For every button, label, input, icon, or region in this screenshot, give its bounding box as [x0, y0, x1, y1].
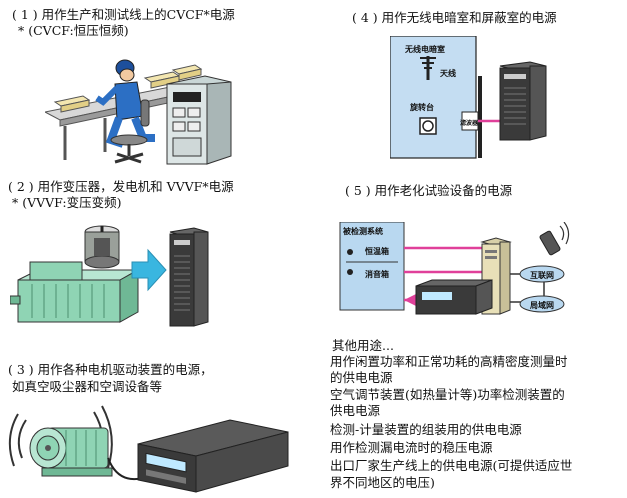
generator-icon	[10, 261, 140, 323]
anechoic-chamber-illustration	[390, 36, 547, 159]
other-uses-line: 供电电源	[330, 403, 381, 418]
muffler-box-label: 消音箱	[365, 270, 389, 279]
section-2-title: ( 2 ) 用作变压器，发电机和 VVVF*电源	[8, 179, 234, 194]
other-uses-line: 用作闲置功率和正常功耗的高精密度测量时	[330, 354, 568, 369]
other-uses-line: 检测-计量装置的组装用的供电电源	[330, 422, 522, 437]
antenna-label: 天线	[440, 69, 456, 78]
other-uses-line: 用作检测漏电流时的稳压电源	[330, 440, 493, 455]
aging-test-illustration	[339, 222, 570, 315]
product-box-icon	[171, 64, 203, 81]
other-uses-line: 的供电电源	[330, 370, 393, 385]
right-arrow-icon	[131, 248, 167, 292]
power-supply-tower-icon	[169, 227, 209, 327]
other-uses-line: 界不同地区的电压)	[330, 475, 435, 490]
section-5-title: ( 5 ) 用作老化试验设备的电源	[345, 183, 513, 198]
electric-motor-icon	[29, 427, 113, 477]
worker-icon	[95, 59, 155, 148]
power-supply-tower-icon	[499, 61, 547, 141]
antenna-icon	[420, 56, 436, 80]
motor-drive-illustration	[8, 405, 289, 493]
lan-label: 局域网	[530, 301, 554, 310]
anechoic-chamber-label: 无线电暗室	[405, 45, 445, 54]
product-box-icon	[53, 95, 91, 113]
other-uses-line: 出口厂家生产线上的供电电源(可提供适应世	[330, 458, 573, 473]
lan-cloud	[519, 295, 565, 313]
section-3-title-line2: 如真空吸尘器和空调设备等	[12, 379, 163, 394]
production-line-illustration	[45, 59, 232, 165]
internet-cloud	[519, 265, 565, 283]
mobile-phone-icon	[539, 222, 570, 256]
other-uses-heading: 其他用途...	[332, 338, 394, 353]
turntable-label: 旋转台	[410, 103, 434, 112]
variable-transformer-icon	[84, 225, 120, 269]
office-chair-icon	[110, 99, 150, 164]
anechoic-chamber-box	[390, 36, 477, 159]
test-system-panel	[339, 222, 405, 311]
section-4-title: ( 4 ) 用作无线电暗室和屏蔽室的电源	[352, 10, 557, 25]
left-arrow-icon	[404, 294, 416, 306]
power-supply-unit-icon	[415, 279, 493, 315]
test-rack-icon	[166, 75, 232, 165]
turntable-icon	[419, 117, 437, 135]
section-1-note: * (CVCF:恒压恒频)	[18, 23, 129, 38]
section-1-title: ( 1 ) 用作生产和测试线上的CVCF*电源	[12, 7, 235, 22]
thermostat-box-label: 恒温箱	[365, 247, 389, 256]
test-system-label: 被检测系统	[343, 227, 383, 236]
other-uses-line: 空气调节装置(如热量计等)功率检测装置的	[330, 387, 565, 402]
section-3-title-line1: ( 3 ) 用作各种电机驱动装置的电源，	[8, 362, 213, 377]
section-2-note: * (VVVF:变压变频)	[12, 195, 122, 210]
filter-label: 滤波器	[460, 120, 479, 127]
generator-illustration	[10, 225, 209, 327]
internet-label: 互联网	[530, 271, 554, 280]
power-supply-unit-icon	[137, 419, 289, 493]
